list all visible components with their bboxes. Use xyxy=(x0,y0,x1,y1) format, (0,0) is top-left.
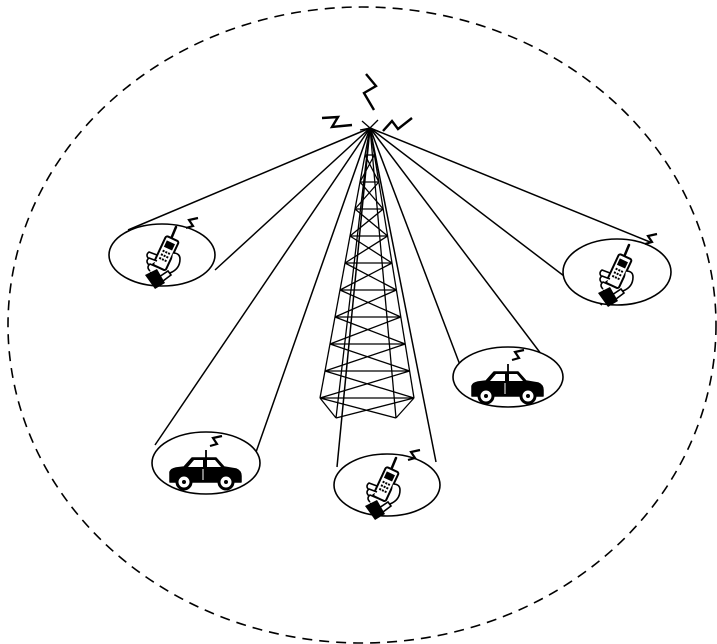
signal-icon xyxy=(408,450,420,460)
vehicle-cell-center-right xyxy=(453,347,563,407)
handset-cell-left xyxy=(109,218,215,289)
handset-cell-bottom xyxy=(334,450,440,520)
tower-brace xyxy=(325,344,405,371)
handset-cell-right xyxy=(563,234,671,307)
lightning-bolt-icon xyxy=(322,74,412,132)
tower-brace xyxy=(355,182,379,209)
vehicle-cell-left xyxy=(152,432,260,494)
cell-tower-icon xyxy=(320,128,414,418)
signal-icon xyxy=(186,218,198,228)
tower-brace xyxy=(330,317,401,344)
coverage-area xyxy=(8,7,716,643)
signal-icon xyxy=(645,234,657,244)
tower-brace xyxy=(320,371,410,398)
